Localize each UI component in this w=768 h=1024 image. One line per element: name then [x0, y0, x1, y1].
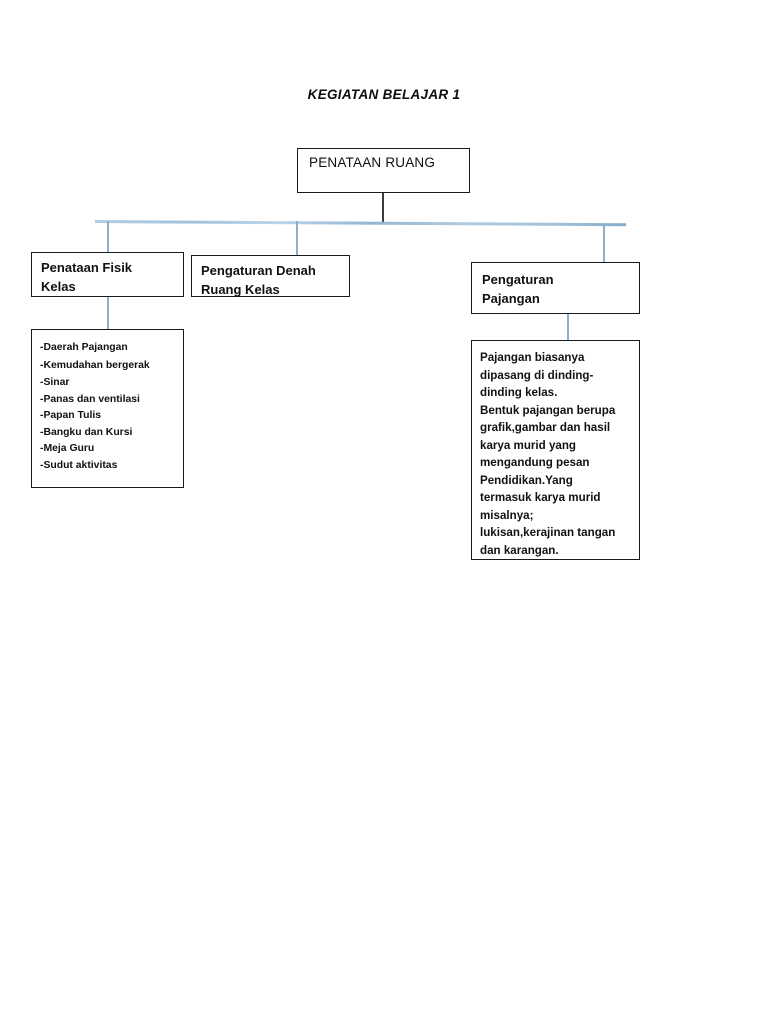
- detail-paragraph: Pajangan biasanya dipasang di dinding-din…: [472, 341, 639, 559]
- node-pengaturan-pajangan-label: Pengaturan Pajangan: [482, 272, 554, 306]
- paragraph-line: Bentuk pajangan berupa: [480, 403, 616, 417]
- connector-drop-penataan-fisik: [107, 221, 109, 253]
- list-item: -Sinar: [40, 377, 70, 388]
- paragraph-line: Pajangan biasanya: [480, 351, 585, 364]
- paragraph-line: misalnya;: [480, 508, 534, 522]
- paragraph-line: lukisan,kerajinan tangan: [480, 526, 616, 539]
- list-item: -Papan Tulis: [40, 410, 102, 421]
- list-item: -Panas dan ventilasi: [40, 393, 140, 405]
- list-item: -Kemudahan bergerak: [40, 360, 150, 371]
- paragraph-line: dipasang di dinding-: [480, 368, 594, 382]
- paragraph-line: mengandung pesan: [480, 456, 590, 469]
- paragraph-line: Pendidikan.Yang: [480, 473, 573, 487]
- list-item: -Daerah Pajangan: [40, 342, 128, 353]
- node-penataan-ruang: PENATAAN RUANG: [297, 148, 470, 193]
- node-penataan-fisik-kelas-label: Penataan Fisik Kelas: [41, 260, 133, 294]
- list-item: -Bangku dan Kursi: [40, 426, 133, 438]
- detail-list: -Daerah Pajangan -Kemudahan bergerak -Sina…: [32, 330, 183, 474]
- paragraph-line: dan karangan.: [480, 543, 559, 557]
- list-item: -Meja Guru: [40, 443, 95, 454]
- node-pengaturan-pajangan-detail-paragraph: Pajangan biasanya dipasang di dinding-din…: [471, 340, 640, 560]
- node-penataan-fisik-kelas: Penataan Fisik Kelas: [31, 252, 184, 297]
- connector-drop-pengaturan-pajangan: [603, 224, 605, 263]
- connector-drop-detail-paragraph: [567, 314, 569, 341]
- connector-horizontal-bus: [94, 220, 626, 227]
- paragraph-line: karya murid yang: [480, 438, 577, 452]
- node-pengaturan-pajangan: Pengaturan Pajangan: [471, 262, 640, 314]
- paragraph-line: grafik,gambar dan hasil: [480, 421, 611, 434]
- paragraph-line: dinding kelas.: [480, 386, 558, 399]
- paragraph-line: termasuk karya murid: [480, 491, 601, 504]
- node-pengaturan-denah-ruang-kelas: Pengaturan Denah Ruang Kelas: [191, 255, 350, 297]
- node-pengaturan-denah-ruang-kelas-label: Pengaturan Denah Ruang Kelas: [201, 263, 316, 297]
- page-title: KEGIATAN BELAJAR 1: [307, 87, 461, 102]
- node-penataan-fisik-detail-list: -Daerah Pajangan -Kemudahan bergerak -Sina…: [31, 329, 184, 488]
- node-penataan-ruang-label: PENATAAN RUANG: [309, 155, 436, 170]
- connector-root-stem: [382, 193, 384, 223]
- list-item: -Sudut aktivitas: [40, 459, 118, 471]
- connector-drop-pengaturan-denah: [296, 221, 298, 256]
- connector-drop-detail-list: [107, 297, 109, 330]
